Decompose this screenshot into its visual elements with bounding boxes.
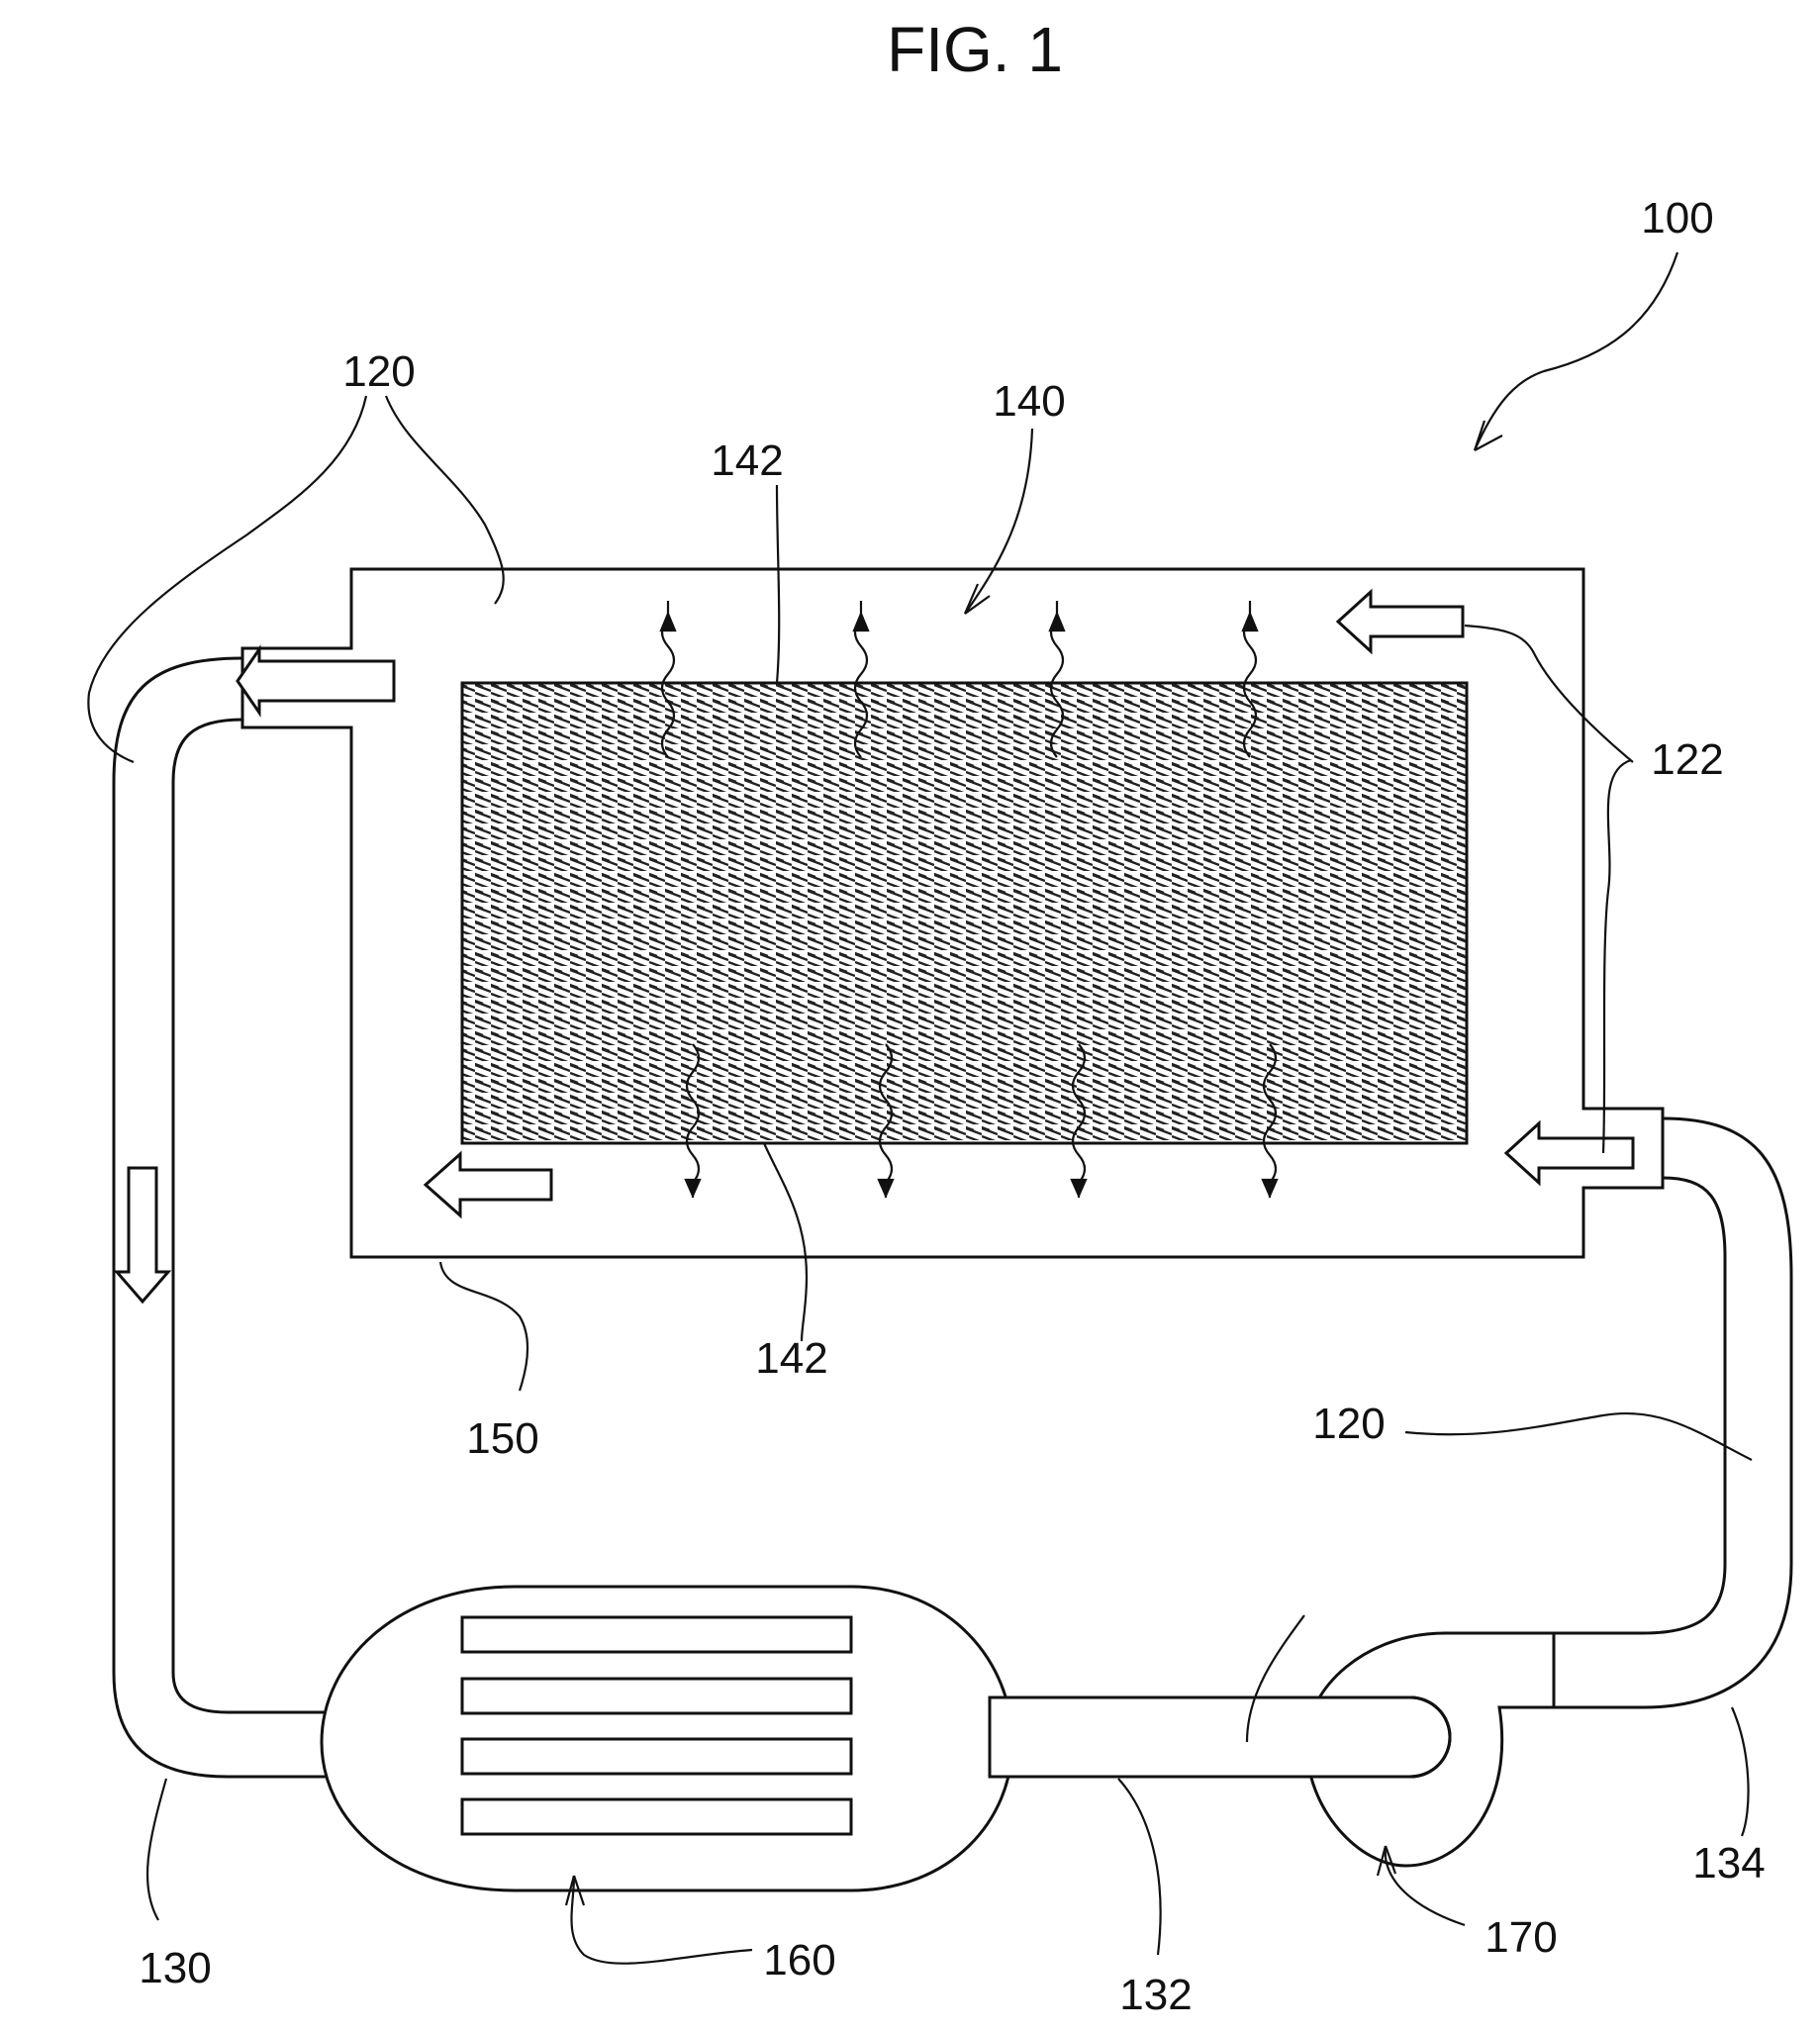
figure-title: FIG. 1 (887, 14, 1063, 85)
label-130: 130 (139, 1944, 211, 1992)
label-140: 140 (993, 377, 1065, 426)
label-120-bottom: 120 (1312, 1400, 1385, 1448)
label-170: 170 (1485, 1913, 1557, 1962)
label-134: 134 (1692, 1839, 1765, 1888)
label-160: 160 (763, 1936, 835, 1985)
label-120-top: 120 (342, 347, 415, 396)
pump-170 (990, 1633, 1562, 1866)
heat-exchanger-160 (322, 1587, 1012, 1890)
conduit-134 (1554, 1118, 1791, 1707)
label-122: 122 (1651, 735, 1723, 784)
label-132: 132 (1119, 1971, 1192, 2019)
hatched-element (462, 683, 1467, 1143)
label-100: 100 (1641, 194, 1713, 242)
label-142-top: 142 (711, 436, 783, 485)
label-142-bottom: 142 (755, 1334, 827, 1383)
label-150: 150 (466, 1414, 538, 1463)
